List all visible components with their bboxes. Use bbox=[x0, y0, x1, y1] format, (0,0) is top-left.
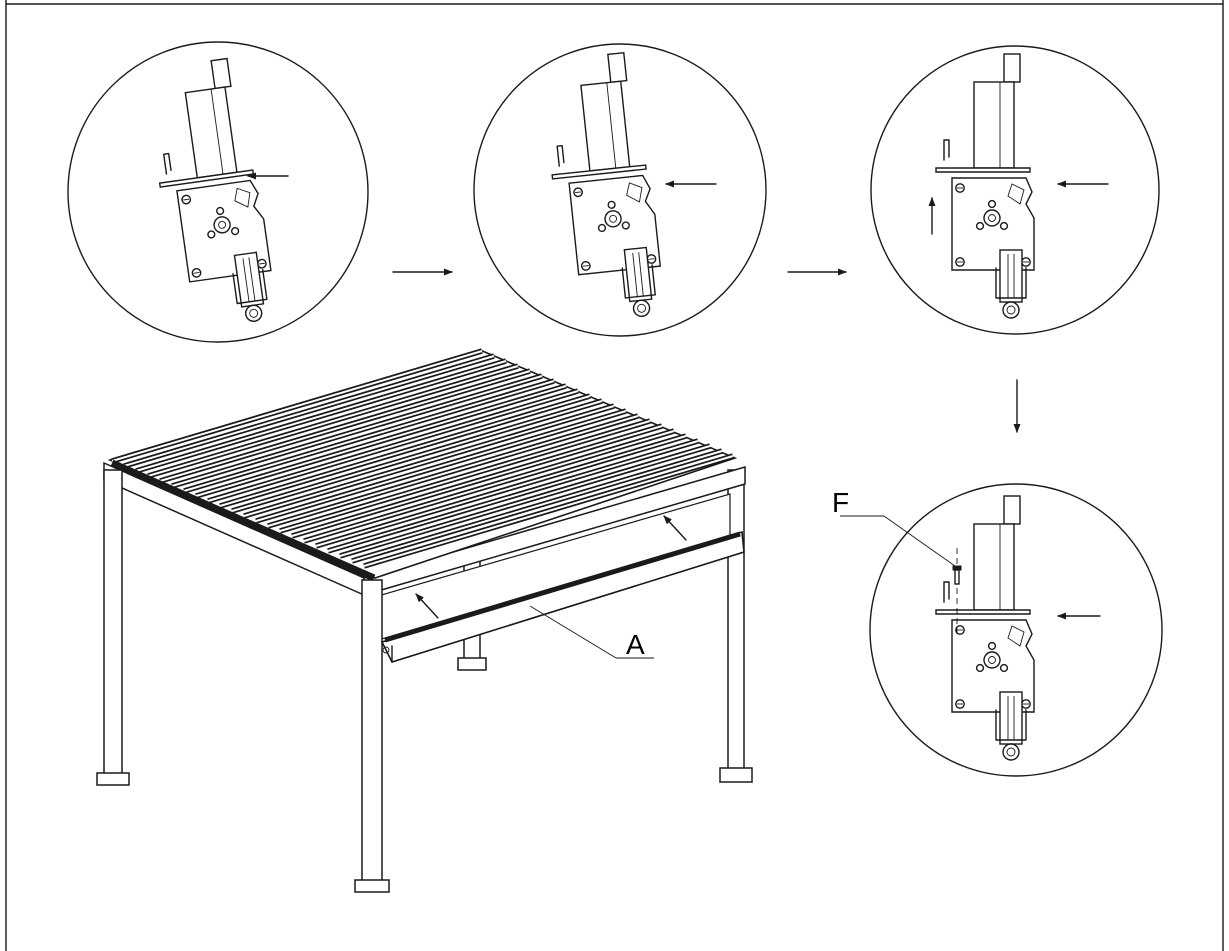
detail-circle-step-1 bbox=[67, 41, 369, 343]
leader-line-a bbox=[529, 605, 617, 659]
roof-louvers bbox=[110, 348, 734, 582]
detail-circle-step-3 bbox=[870, 45, 1160, 335]
cassette-a bbox=[380, 530, 745, 663]
screw-icon bbox=[952, 548, 962, 634]
part-label-f: F bbox=[832, 487, 849, 518]
leader-line-f bbox=[883, 515, 956, 567]
part-label-a: A bbox=[626, 629, 645, 660]
detail-circle-step-4 bbox=[840, 483, 1163, 777]
pergola-drawing bbox=[96, 348, 753, 893]
detail-circle-step-2 bbox=[473, 43, 767, 337]
sheet-border bbox=[5, 0, 1224, 951]
arrow-icon bbox=[663, 515, 687, 541]
arrow-icon bbox=[415, 593, 439, 619]
